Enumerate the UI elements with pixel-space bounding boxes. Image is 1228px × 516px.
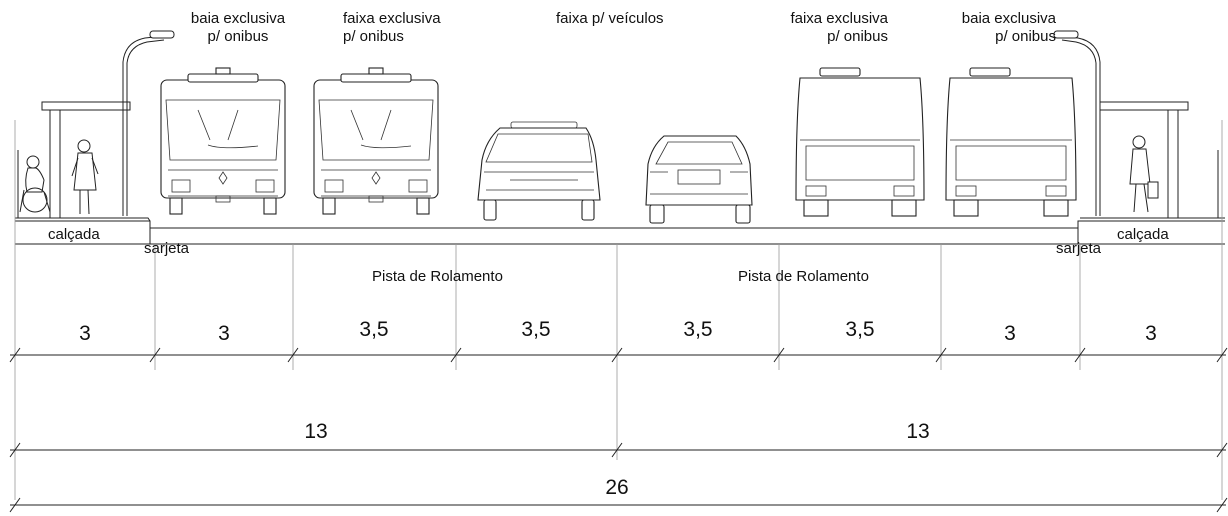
bus-shelter-left <box>17 101 131 218</box>
dimension-lane-1: 3 <box>79 322 91 345</box>
wheelchair-user-figure <box>19 155 51 213</box>
bus-shelter-right <box>1099 101 1219 218</box>
label-bay-left-line2: p/ onibus <box>207 28 269 45</box>
label-bay-right-line2: p/ onibus <box>995 28 1056 45</box>
pedestrian-figure-right <box>1129 135 1159 213</box>
dimension-lane-7: 3 <box>1004 322 1016 345</box>
dimension-lane-4: 3,5 <box>521 318 551 341</box>
dimension-line-lanes <box>9 347 1228 363</box>
label-bay-right-line1: baia exclusiva <box>961 10 1056 27</box>
dimension-half-left: 13 <box>304 420 328 443</box>
dimension-line-total <box>9 497 1228 513</box>
pedestrian-figure-left <box>71 139 99 215</box>
dimension-lane-3: 3,5 <box>359 318 389 341</box>
label-vehicle-lanes: faixa p/ veículos <box>556 10 664 27</box>
car-rear <box>645 135 753 224</box>
street-lamp-left <box>122 30 175 216</box>
label-roadway-left: Pista de Rolamento <box>372 268 503 285</box>
label-bus-lane-left-line1: faixa exclusiva <box>343 10 441 27</box>
curb-left <box>15 217 151 222</box>
ground-profile-line <box>15 220 1225 229</box>
label-bay-left-line1: baia exclusiva <box>190 10 286 27</box>
bus-rear-right-bay <box>945 67 1077 217</box>
label-gutter-right: sarjeta <box>1056 240 1102 257</box>
dimension-lane-5: 3,5 <box>683 318 713 341</box>
label-bus-lane-right-line2: p/ onibus <box>827 28 888 45</box>
dimension-total: 26 <box>605 476 629 499</box>
label-bus-lane-right-line1: faixa exclusiva <box>790 10 888 27</box>
street-lamp-right <box>1053 30 1101 216</box>
label-bus-lane-right: faixa exclusiva p/ onibus <box>762 10 888 46</box>
dimension-lane-2: 3 <box>218 322 230 345</box>
dimension-lane-8: 3 <box>1145 322 1157 345</box>
label-sidewalk-left: calçada <box>48 226 100 243</box>
label-gutter-left: sarjeta <box>144 240 190 257</box>
dimension-lane-6: 3,5 <box>845 318 875 341</box>
label-roadway-right: Pista de Rolamento <box>738 268 869 285</box>
lane-boundary-lines <box>14 120 1223 500</box>
label-sidewalk-right: calçada <box>1117 226 1169 243</box>
dimension-line-halves <box>9 442 1228 458</box>
label-bay-left: baia exclusiva p/ onibus <box>172 10 304 46</box>
label-bus-lane-left-line2: p/ onibus <box>343 28 404 45</box>
label-bus-lane-left: faixa exclusiva p/ onibus <box>343 10 441 46</box>
bus-front-left-lane <box>313 67 439 215</box>
bus-rear-right-lane <box>795 67 925 217</box>
car-front <box>477 121 601 221</box>
dimension-half-right: 13 <box>906 420 930 443</box>
bus-front-left-bay <box>160 67 286 215</box>
label-bay-right: baia exclusiva p/ onibus <box>932 10 1056 46</box>
